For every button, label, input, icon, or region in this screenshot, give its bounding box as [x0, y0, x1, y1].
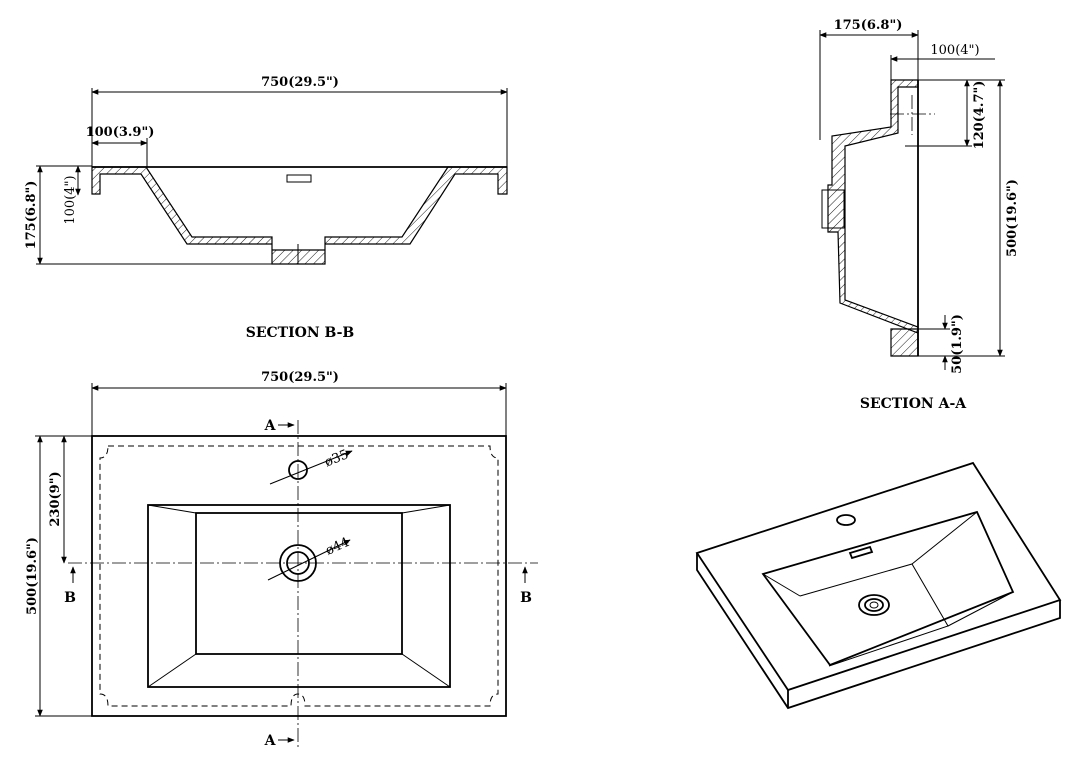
plan-section-b-right: B: [520, 590, 532, 606]
plan-width-dim: 750(29.5"): [261, 370, 339, 385]
section-aa-view: 175(6.8") 100(4") 500(19.6") 120(4.7") 5…: [819, 18, 1020, 412]
section-aa-label: SECTION A-A: [860, 396, 967, 412]
section-bb-rim-height-dim: 100(4"): [63, 175, 78, 224]
plan-view: 750(29.5") 500(19.6") 230(9") ø35: [25, 370, 538, 750]
section-bb-view: 750(29.5") 100(3.9") 175(6.8") 100(4") S…: [24, 75, 508, 341]
plan-tap-offset-dim: 230(9"): [48, 471, 63, 526]
plan-tap-hole-dim: ø35: [323, 447, 351, 470]
section-aa-lower-height-dim: 50(1.9"): [950, 314, 965, 374]
section-aa-top-depth-dim: 175(6.8"): [834, 18, 903, 33]
section-bb-label: SECTION B-B: [246, 325, 355, 341]
plan-section-a-top: A: [264, 418, 277, 434]
isometric-view: [695, 461, 1062, 710]
plan-drain-dim: ø44: [323, 535, 351, 559]
plan-section-a-bottom: A: [264, 733, 277, 749]
plan-section-b-left: B: [64, 590, 76, 606]
section-bb-height-dim: 175(6.8"): [24, 181, 39, 250]
section-aa-top-offset-dim: 100(4"): [930, 43, 979, 58]
plan-depth-dim: 500(19.6"): [25, 537, 40, 615]
section-bb-width-dim: 750(29.5"): [261, 75, 339, 90]
section-bb-rim-width-dim: 100(3.9"): [86, 125, 155, 140]
section-aa-upper-height-dim: 120(4.7"): [972, 81, 987, 150]
section-aa-total-height-dim: 500(19.6"): [1005, 179, 1020, 257]
